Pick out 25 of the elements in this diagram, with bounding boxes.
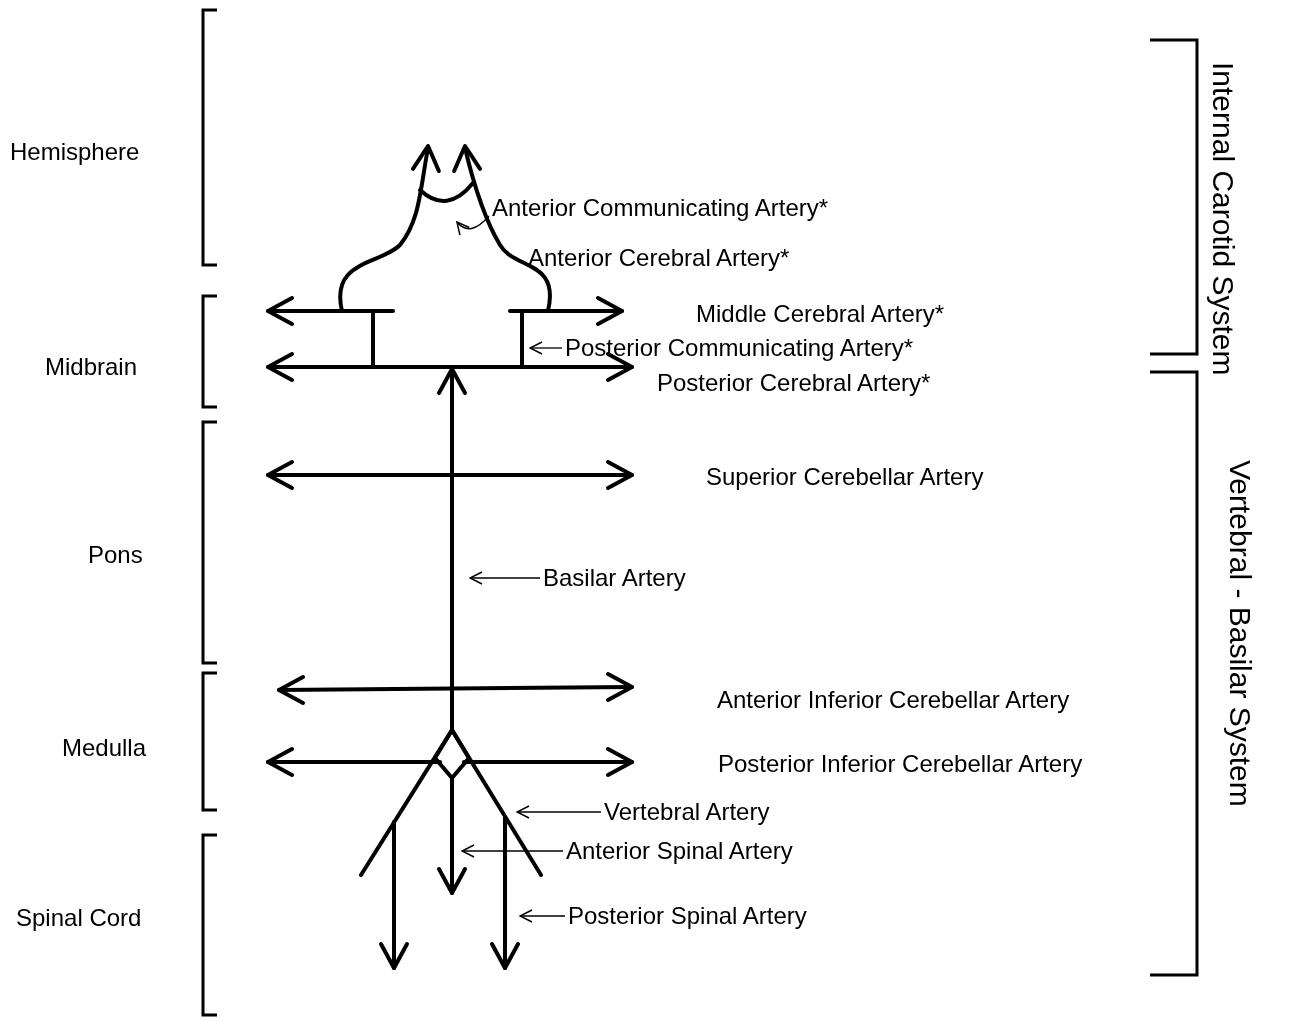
artery-label: Posterior Spinal Artery	[568, 902, 807, 930]
artery-label: Posterior Cerebral Artery*	[657, 369, 931, 397]
artery-label: Middle Cerebral Artery*	[696, 300, 945, 328]
artery-label: Basilar Artery	[543, 564, 686, 592]
leader-arrow	[529, 341, 563, 355]
leader-arrow	[461, 844, 564, 858]
leader-arrow	[469, 571, 541, 585]
region-label: Midbrain	[45, 353, 138, 381]
leader-arrow	[456, 215, 490, 236]
artery-label: Posterior Inferior Cerebellar Artery	[718, 750, 1083, 778]
artery-label: Anterior Spinal Artery	[566, 837, 793, 865]
artery-label: Superior Cerebellar Artery	[706, 463, 984, 491]
leader-arrow	[516, 805, 602, 819]
leader-arrow	[519, 909, 566, 923]
artery-label: Anterior Inferior Cerebellar Artery	[717, 686, 1070, 714]
system-label: Internal Carotid System	[1206, 62, 1241, 376]
artery-label: Anterior Cerebral Artery*	[528, 244, 790, 272]
region-label: Medulla	[62, 734, 147, 762]
artery-label: Posterior Communicating Artery*	[565, 334, 914, 362]
region-label: Pons	[88, 541, 143, 569]
artery-label: Vertebral Artery	[604, 798, 770, 826]
artery-label: Anterior Communicating Artery*	[492, 194, 829, 222]
region-label: Spinal Cord	[16, 904, 142, 932]
region-label: Hemisphere	[10, 138, 140, 166]
system-label: Vertebral - Basilar System	[1223, 460, 1258, 807]
